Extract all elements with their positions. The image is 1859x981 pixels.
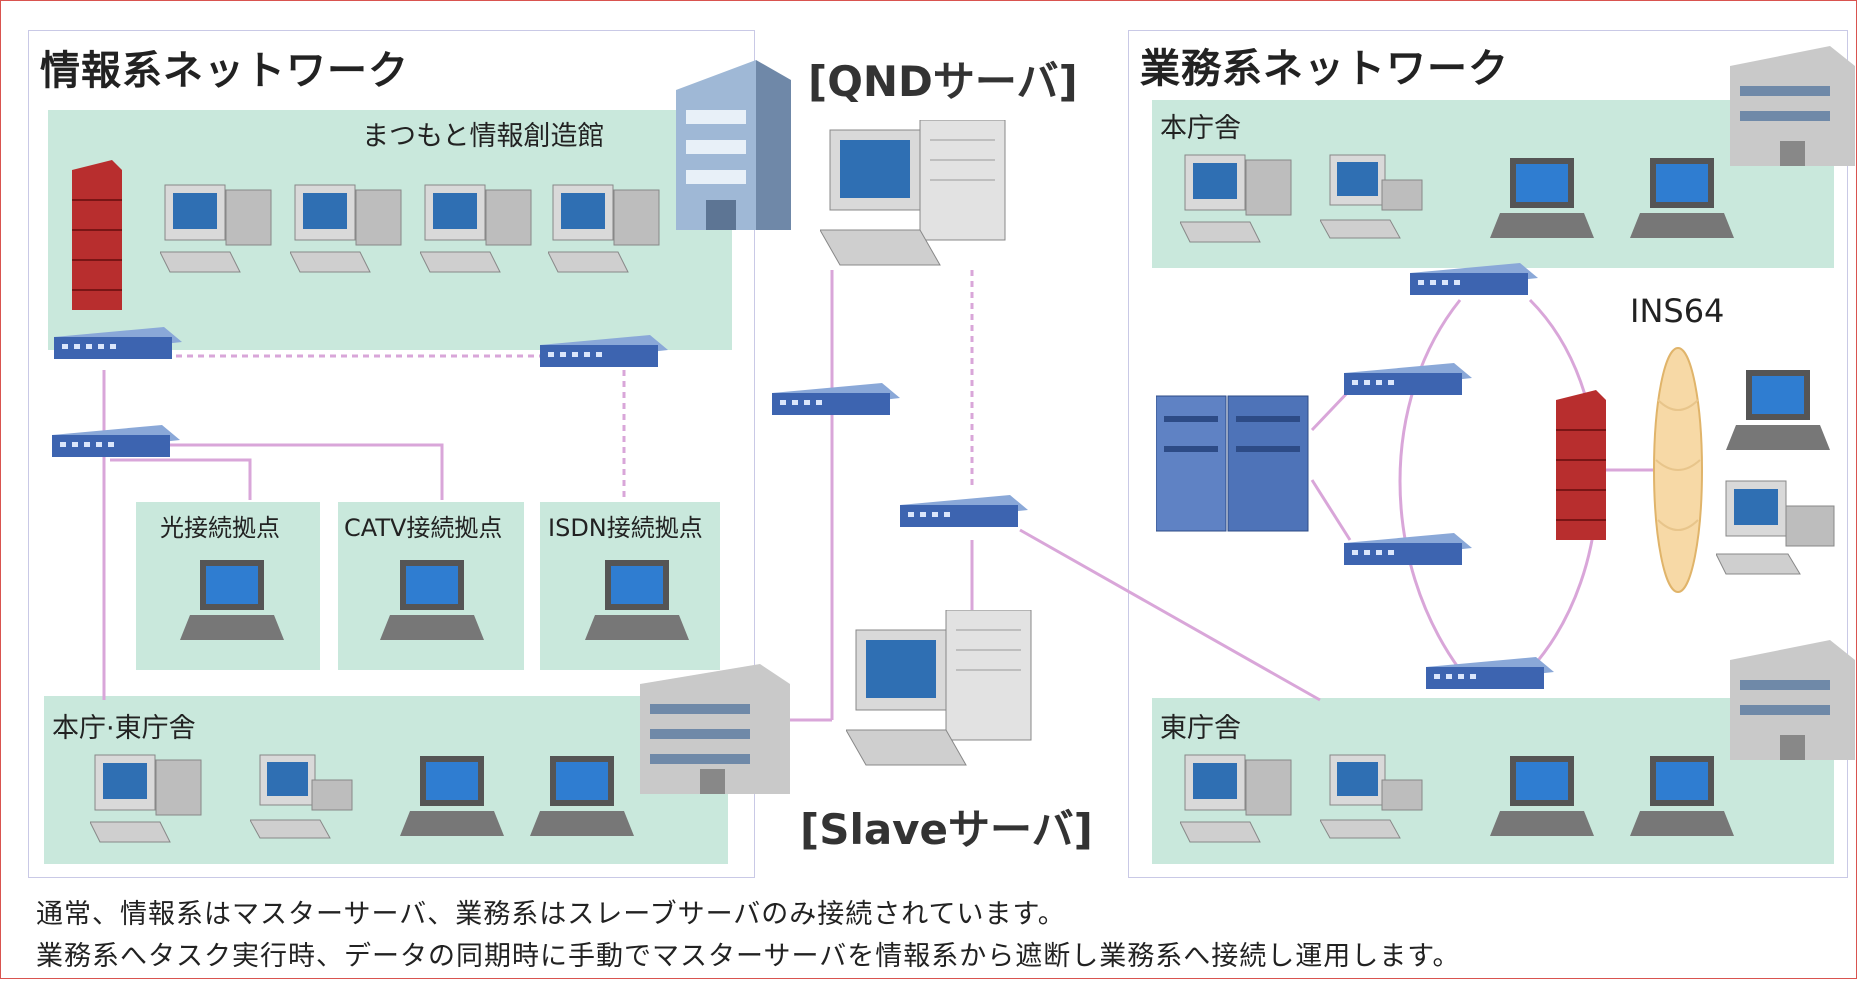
desktop-pc-icon [1180, 754, 1292, 843]
desktop-pc-icon [420, 184, 532, 273]
network-switch-icon [772, 383, 900, 415]
laptop-icon [180, 560, 284, 640]
laptop-icon [1630, 158, 1734, 238]
site-isdn-label: ISDN接続拠点 [548, 514, 703, 542]
desktop-pc-icon [250, 754, 353, 839]
desktop-pc-icon [90, 754, 202, 843]
office-building-icon [640, 664, 790, 794]
note-line-2: 業務系へタスク実行時、データの同期時に手動でマスターサーバを情報系から遮断し業務… [36, 941, 1461, 972]
firewall-icon [1556, 390, 1606, 540]
network-switch-icon [1426, 657, 1554, 689]
office-building-icon [1730, 46, 1855, 166]
business-network-title: 業務系ネットワーク [1140, 46, 1509, 92]
network-switch-icon [1344, 533, 1472, 565]
info-network-title: 情報系ネットワーク [40, 48, 409, 94]
desktop-pc-icon [1180, 154, 1292, 243]
network-switch-icon [1344, 363, 1472, 395]
network-switch-icon [900, 495, 1028, 527]
qnd-server-computer-icon [820, 120, 1006, 266]
note-line-1: 通常、情報系はマスターサーバ、業務系はスレーブサーバのみ接続されています。 [36, 899, 1066, 930]
qnd-server-label: [QNDサーバ] [808, 57, 1078, 106]
desktop-pc-icon [290, 184, 402, 273]
library-building-icon [676, 60, 791, 230]
center-to-east-line [1019, 528, 1321, 702]
network-switch-icon [52, 425, 180, 457]
office-building-icon [1730, 640, 1855, 760]
laptop-icon [400, 756, 504, 836]
slave-server-label: [Slaveサーバ] [800, 805, 1093, 854]
laptop-icon [380, 560, 484, 640]
office-label: 本庁·東庁舎 [52, 713, 196, 744]
network-switch-icon [540, 335, 668, 367]
host-server-rack-icon [1156, 395, 1309, 532]
ins64-label: INS64 [1630, 292, 1725, 330]
site-hikari-label: 光接続拠点 [160, 514, 280, 542]
main-office-label: 本庁舎 [1160, 113, 1241, 144]
laptop-icon [530, 756, 634, 836]
desktop-pc-icon [1320, 154, 1423, 239]
link-hikari [110, 458, 252, 500]
site-catv-label: CATV接続拠点 [344, 514, 503, 542]
laptop-icon [1490, 756, 1594, 836]
library-label: まつもと情報創造館 [362, 121, 605, 152]
desktop-pc-icon [1320, 754, 1423, 839]
network-switch-icon [1410, 263, 1538, 295]
host-switch-a [1310, 388, 1352, 432]
firewall-icon [72, 160, 122, 310]
laptop-icon [1726, 370, 1830, 450]
ins64-cloud-icon [1653, 347, 1703, 593]
laptop-icon [585, 560, 689, 640]
ring-left [1398, 299, 1462, 671]
laptop-icon [1490, 158, 1594, 238]
link-catv [140, 443, 444, 500]
desktop-pc-icon [548, 184, 660, 273]
desktop-pc-icon [1716, 480, 1835, 575]
east-office-label: 東庁舎 [1160, 713, 1241, 744]
laptop-icon [1630, 756, 1734, 836]
host-switch-b [1310, 479, 1352, 541]
desktop-pc-icon [160, 184, 272, 273]
slave-server-computer-icon [846, 610, 1032, 766]
network-switch-icon [54, 327, 182, 359]
